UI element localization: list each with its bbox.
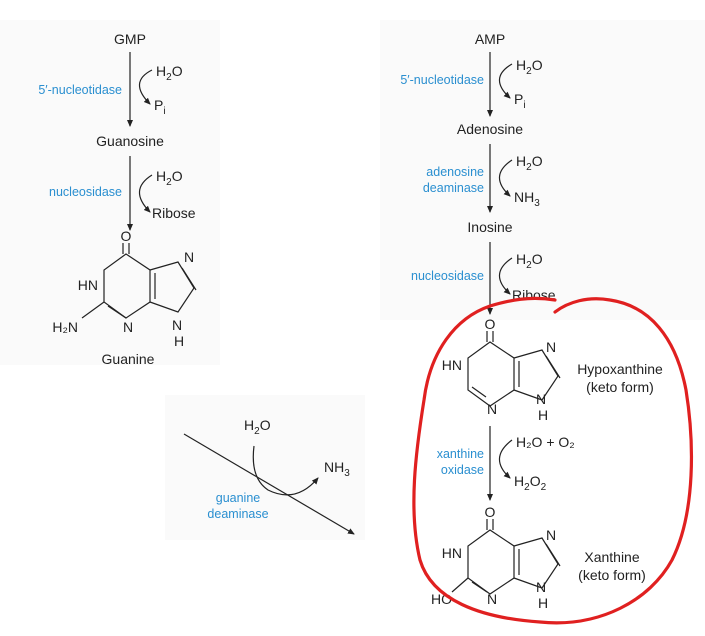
enzyme-guanine-deaminase-line2: deaminase	[207, 507, 268, 521]
deaminase-water-label: H2O	[244, 417, 271, 437]
hypoxanthine-n7: N	[546, 339, 556, 355]
curved-arrow-4	[498, 159, 513, 197]
inset-panel	[165, 395, 365, 540]
water-label-left-1: H2O	[156, 63, 183, 83]
water-label-right-2: H2O	[516, 153, 543, 173]
enzyme-adenosine-deaminase-line2: deaminase	[423, 181, 484, 195]
xanthine-n7: N	[546, 527, 556, 543]
xanthine-oxygen: O	[485, 504, 496, 520]
guanine-structure	[81, 243, 197, 319]
curved-arrow-6	[498, 439, 513, 479]
amp-label: AMP	[475, 31, 505, 47]
h2o2-label: H2O2	[514, 473, 547, 493]
hypoxanthine-structure	[467, 331, 561, 407]
adenosine-label: Adenosine	[457, 121, 523, 137]
guanine-oxygen: O	[121, 228, 132, 244]
guanine-deaminase-arrow	[183, 433, 355, 535]
guanine-label: Guanine	[102, 351, 155, 367]
xanthine-hn: HN	[442, 545, 462, 561]
enzyme-5nucleotidase-left: 5′-nucleotidase	[38, 83, 122, 97]
guanine-h9: H	[174, 333, 184, 349]
water-label-left-2: H2O	[156, 168, 183, 188]
guanine-n9: N	[172, 317, 182, 333]
xanthine-n3: N	[487, 591, 497, 607]
xanthine-h9: H	[538, 595, 548, 611]
hypoxanthine-oxygen: O	[485, 316, 496, 332]
guanine-n3: N	[123, 319, 133, 335]
enzyme-adenosine-deaminase-line1: adenosine	[426, 165, 484, 179]
xanthine-structure	[451, 519, 561, 595]
curved-arrow-deaminase	[252, 445, 319, 496]
inosine-label: Inosine	[467, 219, 512, 235]
deaminase-nh3-label: NH3	[324, 459, 350, 479]
enzyme-nucleosidase-left: nucleosidase	[49, 185, 122, 199]
pi-label-right: Pi	[514, 91, 526, 111]
water-label-right-3: H2O	[516, 251, 543, 271]
guanosine-label: Guanosine	[96, 133, 164, 149]
ribose-label-left: Ribose	[152, 205, 196, 221]
xanthine-n9: N	[536, 579, 546, 595]
red-annotation-circle	[412, 296, 694, 625]
pi-label-left: Pi	[154, 97, 166, 117]
curved-arrow-5	[498, 257, 513, 295]
enzyme-xanthine-oxidase-line2: oxidase	[441, 463, 484, 477]
hypoxanthine-n9: N	[536, 391, 546, 407]
xanthine-label: Xanthine	[584, 549, 639, 565]
curved-arrow-2	[138, 174, 153, 213]
water-label-right-1: H2O	[516, 57, 543, 77]
nh3-label-right: NH3	[514, 189, 540, 209]
curved-arrow-3	[498, 63, 513, 99]
guanine-hn: HN	[78, 277, 98, 293]
enzyme-5nucleotidase-right: 5′-nucleotidase	[400, 73, 484, 87]
gmp-label: GMP	[114, 31, 146, 47]
curved-arrow-1	[138, 69, 153, 105]
enzyme-guanine-deaminase-line1: guanine	[216, 491, 261, 505]
hypoxanthine-form: (keto form)	[586, 379, 654, 395]
guanine-amine: H₂N	[52, 319, 78, 335]
hypoxanthine-h9: H	[538, 407, 548, 423]
hypoxanthine-label: Hypoxanthine	[577, 361, 663, 377]
reactants-label: H₂O + O₂	[516, 434, 575, 450]
guanine-n7: N	[184, 249, 194, 265]
right-panel	[380, 20, 705, 320]
hypoxanthine-hn: HN	[442, 357, 462, 373]
xanthine-form: (keto form)	[578, 567, 646, 583]
enzyme-nucleosidase-right: nucleosidase	[411, 269, 484, 283]
hypoxanthine-n3: N	[487, 401, 497, 417]
enzyme-xanthine-oxidase-line1: xanthine	[437, 447, 484, 461]
